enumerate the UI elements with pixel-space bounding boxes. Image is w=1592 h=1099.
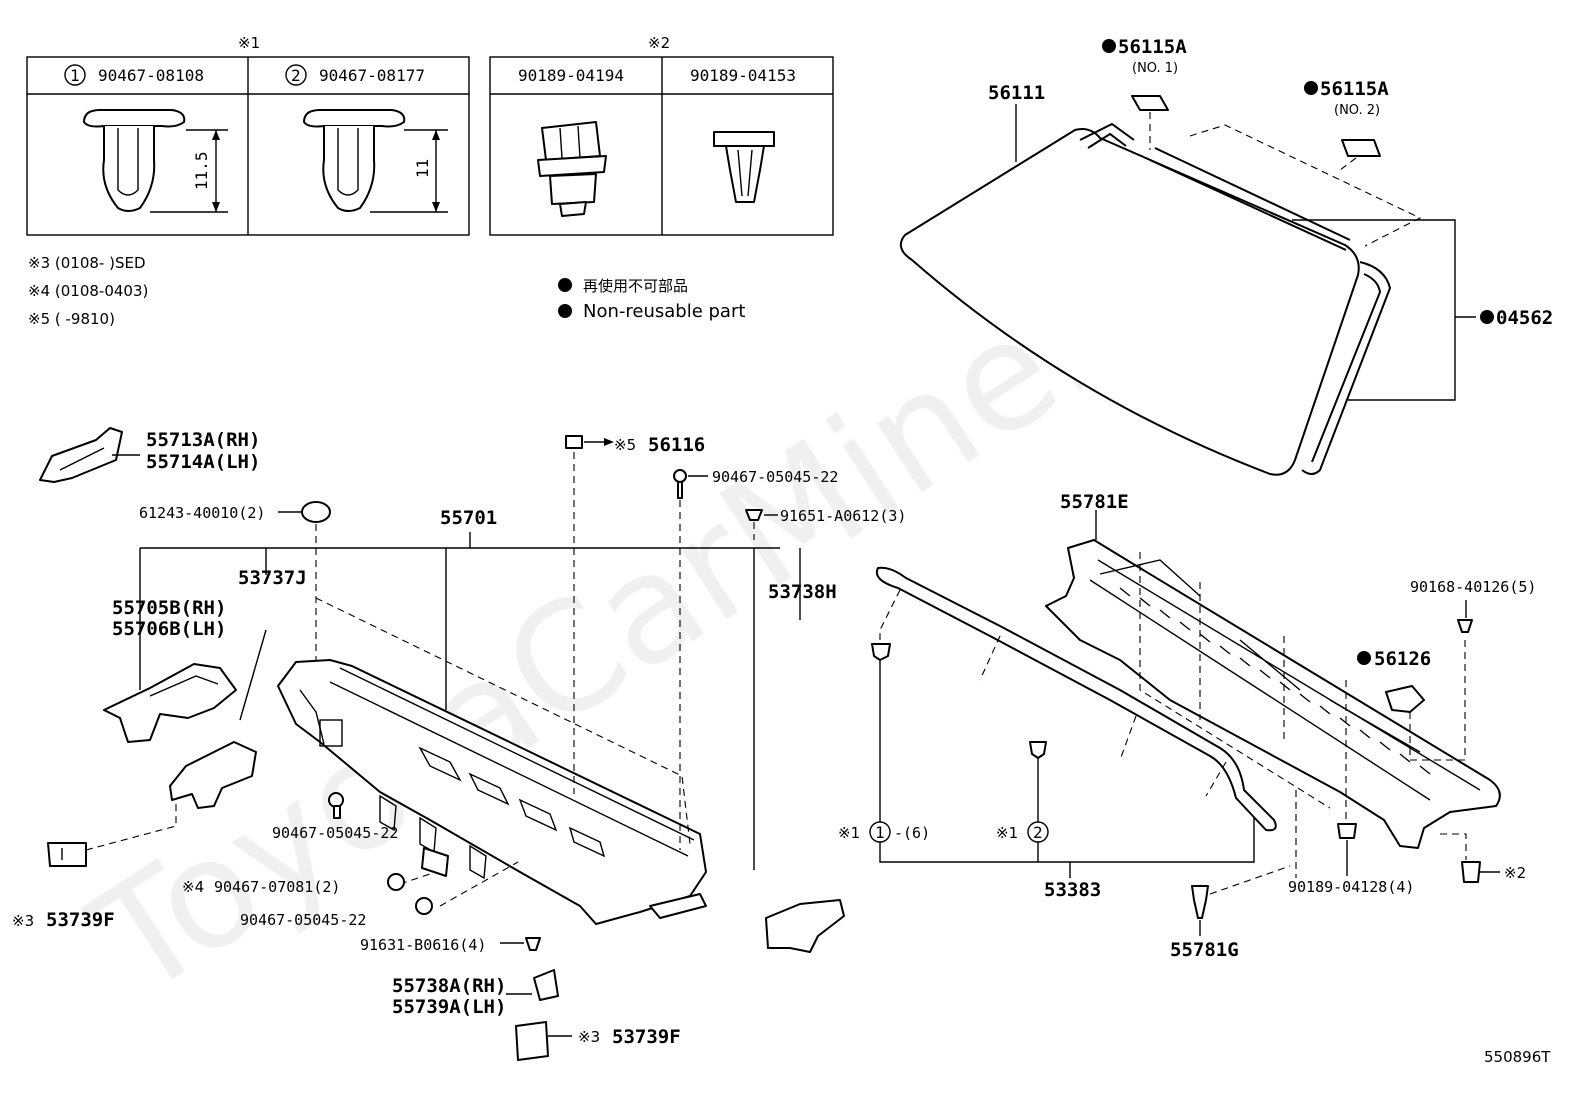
table-1-col1-num: 1 [70,66,80,85]
note-4: ※4 (0108-0403) [28,282,148,300]
table-2-col2-part: 90189-04153 [690,66,796,85]
label-53739f-left: 53739F [46,909,115,931]
label-04562: 04562 [1496,307,1553,329]
non-reusable-dot-icon [558,304,572,318]
clip-icon [1029,741,1047,759]
label-91651: 91651-A0612(3) [780,507,906,525]
label-90467-07081-ref: ※4 [182,878,204,896]
label-56115a-no1-sub: (NO. 1) [1132,61,1178,76]
left-brackets [39,427,331,867]
cowl-panel-icon [277,659,707,925]
cowl-panel [277,659,707,925]
windshield-group [899,95,1476,476]
screw-icon [673,469,687,483]
table-1-col2-num: 2 [291,66,301,85]
label-90467-07081: 90467-07081(2) [214,878,340,896]
clip-icon [1191,885,1209,919]
bolt-icon [525,937,541,951]
table-1-col2-part: 90467-08177 [319,66,425,85]
clip-2-dimension: 11 [413,159,432,178]
clip-56126-icon [1385,685,1425,713]
bolt-icon [745,509,763,521]
stopper-no1-icon [1131,95,1169,111]
table-2-col1-part: 90189-04194 [518,66,624,85]
screw-icon [328,792,344,808]
legend-en: Non-reusable part [583,301,745,322]
table-2-ref: ※2 [648,34,670,52]
plate-icon [421,847,449,877]
clip-table-2: ※2 90189-04194 90189-04153 [489,34,834,236]
label-90189: 90189-04128(4) [1288,878,1414,896]
label-56115a-no2: 56115A [1320,78,1389,100]
label-90467-top: 90467-05045-22 [712,468,838,486]
clip-icon [1337,823,1357,839]
note-3: ※3 (0108- )SED [28,254,146,272]
label-55713a: 55713A(RH) [146,429,260,451]
windshield-glass-icon [899,128,1360,476]
table-1-ref: ※1 [238,34,260,52]
label-53737j: 53737J [238,567,307,589]
label-56111: 56111 [988,82,1045,104]
clip-2-drawing: 11 [303,109,448,213]
pad-icon [47,842,87,867]
label-56126: 56126 [1374,648,1431,670]
label-55781e: 55781E [1060,491,1129,513]
label-55714a: 55714A(LH) [146,451,260,473]
stopper-no2-icon [1341,139,1381,157]
cap-icon [301,501,331,523]
clip-table-1: ※1 1 90467-08108 2 90467-08177 11.5 [26,34,470,236]
label-55781g: 55781G [1170,939,1239,961]
non-reusable-dot-icon [558,278,572,292]
label-55705b: 55705B(RH) [112,597,226,619]
label-90467-mid: 90467-05045-22 [272,824,398,842]
circled-number-icon [285,64,307,86]
bolt-icon [387,873,405,891]
circled-number-icon [64,64,86,86]
clip-56116-icon [565,435,583,449]
label-55706b: 55706B(LH) [112,618,226,640]
label-55738a: 55738A(RH) [392,975,506,997]
legend-jp: 再使用不可部品 [583,277,688,295]
label-53739f-bottom: 53739F [612,1026,681,1048]
label-53383: 53383 [1044,879,1101,901]
moulding-icon [1079,122,1392,475]
clip-1-dimension: 11.5 [192,151,211,190]
label-61243: 61243-40010(2) [139,504,265,522]
label-55701: 55701 [440,507,497,529]
fasteners-left [328,435,845,1061]
clip-icon [1461,861,1481,883]
clip-4-drawing [713,131,775,203]
label-53739f-bottom-ref: ※3 [578,1028,600,1046]
label-53738h: 53738H [768,581,837,603]
label-clip1-ref: ※1 [838,824,860,842]
clip-1-drawing: 11.5 [83,109,228,213]
label-clip1-num: 1 [875,823,885,842]
clip-icon [871,643,891,661]
label-53739f-left-ref: ※3 [12,912,34,930]
label-56115a-no2-sub: (NO. 2) [1334,103,1380,118]
legend: 再使用不可部品 Non-reusable part [558,277,745,322]
label-90467-low: 90467-05045-22 [240,911,366,929]
label-55739a: 55739A(LH) [392,996,506,1018]
table-1-col1-part: 90467-08108 [98,66,204,85]
circled-number-icon [1027,821,1049,843]
hood-seal-icon [876,566,1277,832]
circled-number-icon [869,821,891,843]
label-clip2-num: 2 [1033,823,1043,842]
screw-icon [1457,619,1473,633]
label-clip1-qty: -(6) [894,824,930,842]
diagram-code: 550896T [1484,1048,1551,1066]
clip-3-drawing [537,121,607,217]
label-56115a-no1: 56115A [1118,36,1187,58]
note-5: ※5 ( -9810) [28,310,115,328]
label-91631: 91631-B0616(4) [360,936,486,954]
label-56116-ref: ※5 [614,436,636,454]
screw-icon [415,897,433,915]
label-clip2-ref: ※1 [996,824,1018,842]
cowl-louver-group [871,510,1501,936]
label-56116: 56116 [648,434,705,456]
label-90189-ref: ※2 [1504,864,1526,882]
label-90168: 90168-40126(5) [1410,578,1536,596]
